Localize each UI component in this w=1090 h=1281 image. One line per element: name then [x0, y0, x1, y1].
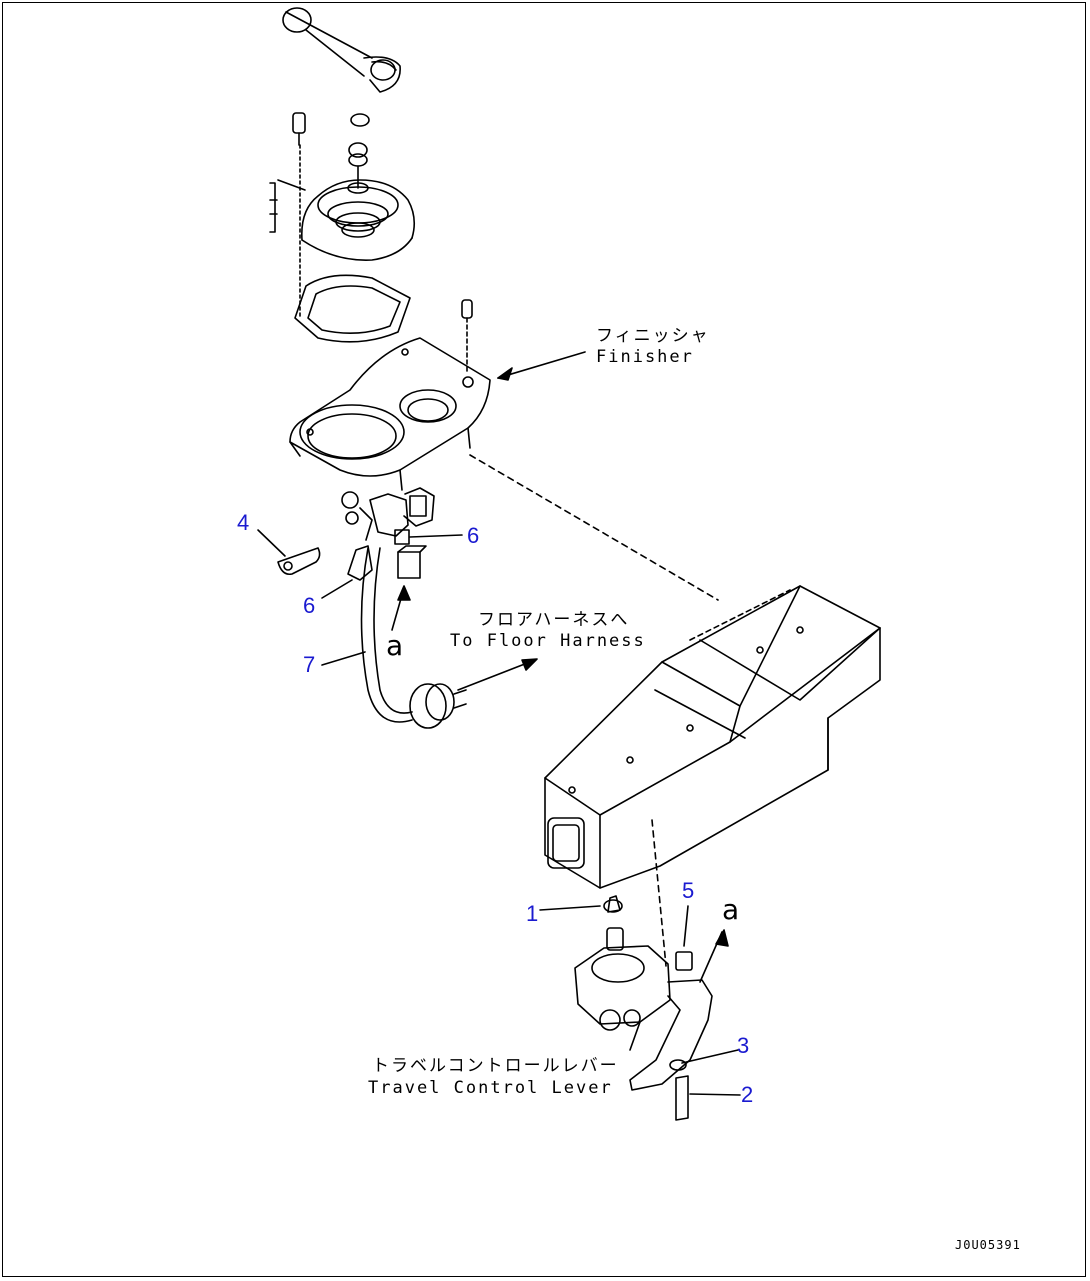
- callout-6-upper: 6: [467, 523, 480, 548]
- callout-2: 2: [741, 1082, 754, 1107]
- harness-cable: [360, 547, 467, 729]
- console-body: [544, 585, 881, 889]
- finisher-label-en: Finisher: [596, 347, 694, 367]
- floor-harness-arrow: [457, 658, 538, 691]
- callout-5: 5: [682, 878, 695, 903]
- arrow-a-upper: [391, 585, 411, 631]
- ref-a-lower: a: [722, 893, 740, 926]
- finisher-panel: [289, 337, 491, 491]
- console-drop-line: [651, 819, 667, 967]
- finisher-arrow: [497, 351, 586, 381]
- lever-grip: [282, 7, 401, 93]
- callout-leaders: [257, 529, 741, 1096]
- callout-4: 4: [237, 510, 250, 535]
- fastener-stack: [269, 112, 370, 319]
- drawing-code: J0U05391: [955, 1238, 1021, 1252]
- clamp-hole: [283, 561, 293, 571]
- clamp-part: [277, 547, 321, 576]
- travel-lever: [574, 895, 713, 1121]
- callout-7: 7: [303, 652, 316, 677]
- callout-1: 1: [526, 901, 539, 926]
- lever-boot: [301, 179, 416, 261]
- assembly-line: [469, 454, 719, 601]
- travel-lever-label-jp: トラベルコントロールレバー: [372, 1056, 619, 1076]
- callout-6-lower: 6: [303, 593, 316, 618]
- switch-assembly: [341, 487, 435, 581]
- travel-lever-label-en: Travel Control Lever: [368, 1078, 613, 1098]
- callout-3: 3: [737, 1033, 750, 1058]
- floor-harness-label-en: To Floor Harness: [450, 631, 646, 651]
- ref-a-upper: a: [386, 629, 404, 662]
- finisher-screw: [461, 299, 473, 373]
- finisher-label-jp: フィニッシャ: [596, 326, 710, 346]
- boot-plate: [294, 274, 411, 343]
- floor-harness-label-jp: フロアハーネスへ: [478, 610, 630, 630]
- arrow-a-lower: [699, 929, 729, 983]
